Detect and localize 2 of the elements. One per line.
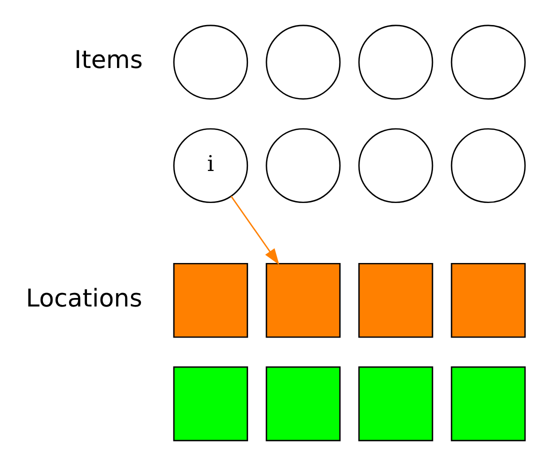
label: Items [74, 44, 143, 74]
label: Locations [26, 282, 142, 312]
